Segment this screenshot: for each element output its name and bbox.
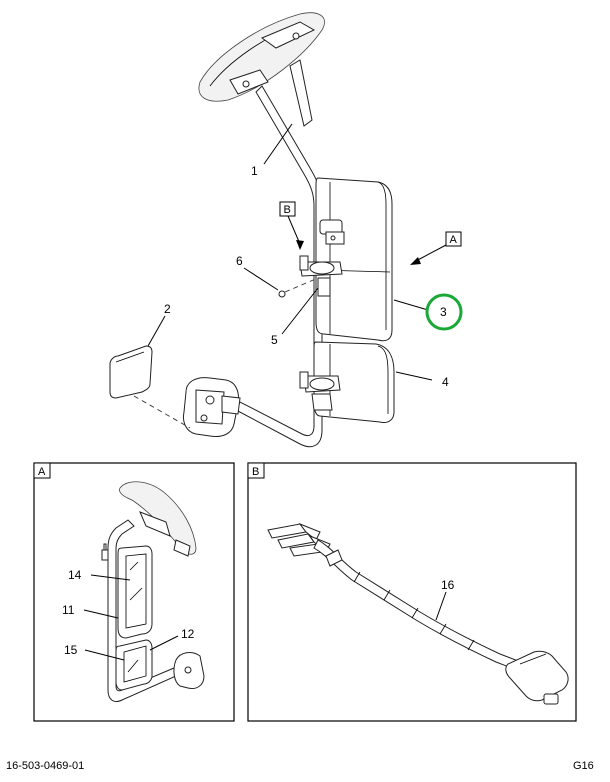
callout-14: 14 (68, 568, 82, 582)
callout-15: 15 (64, 643, 78, 657)
view-label-a-top: A (445, 231, 462, 247)
callout-2: 2 (164, 302, 171, 316)
callout-12: 12 (181, 627, 195, 641)
mount-gasket-cover (109, 345, 153, 399)
leader-16 (435, 591, 447, 621)
svg-text:B: B (284, 204, 291, 216)
callout-6: 6 (236, 254, 243, 268)
harness-end-connector (505, 650, 569, 705)
highlight-circle (425, 293, 463, 331)
callout-16: 16 (441, 578, 455, 592)
gasket-dash-line (133, 395, 191, 429)
callout-11: 11 (62, 603, 75, 617)
callout-4: 4 (442, 375, 449, 389)
leader-lines-main (147, 123, 447, 381)
callout-3: 3 (440, 305, 447, 319)
callout-1: 1 (251, 164, 258, 178)
view-label-b-top: B (279, 201, 296, 217)
harness-cable (313, 539, 527, 673)
middle-clamp (299, 255, 343, 297)
upper-mirror-housing (315, 177, 393, 342)
lower-mirror-housing (313, 341, 395, 423)
lower-mount-bracket (183, 377, 241, 437)
screw (278, 277, 319, 298)
detail-view-a: A (33, 462, 235, 722)
detail-view-b: B (247, 462, 577, 722)
view-b-label: B (252, 466, 259, 478)
svg-text:A: A (450, 234, 458, 246)
top-mount-bracket (198, 12, 325, 102)
upper-clamp (319, 219, 345, 245)
doc-number: 16-503-0469-01 (6, 760, 84, 772)
view-a-label: A (38, 466, 46, 478)
page-code: G16 (573, 760, 594, 772)
main-assembly (109, 12, 395, 448)
callout-5: 5 (271, 333, 278, 347)
lower-clamp (299, 371, 341, 411)
